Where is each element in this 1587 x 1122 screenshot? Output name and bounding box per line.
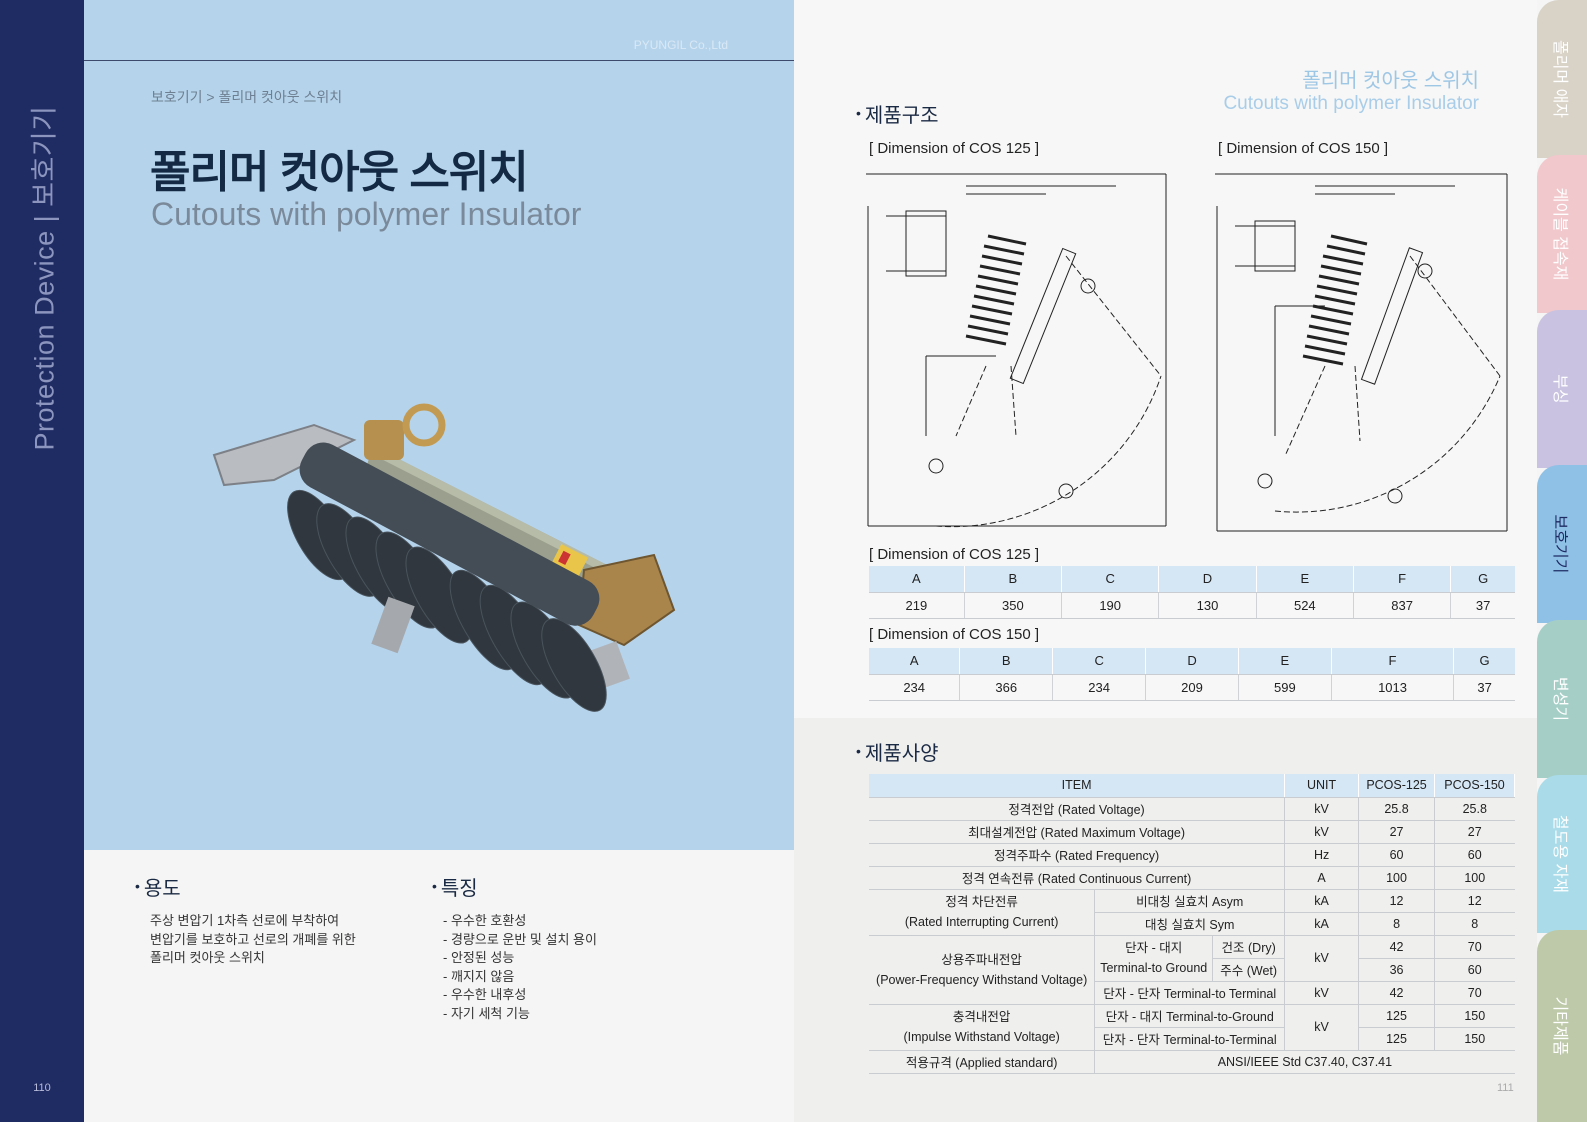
page-title-english: Cutouts with polymer Insulator [151, 196, 582, 232]
table-header-row: ITEM UNIT PCOS-125 PCOS-150 [869, 774, 1515, 798]
spec-heading: •제품사양 [856, 743, 939, 765]
page-number-left: 110 [33, 1082, 51, 1094]
table-row: 234 366 234 209 599 1013 37 [869, 674, 1515, 701]
table-row: 적용규격 (Applied standard) ANSI/IEEE Std C3… [869, 1050, 1515, 1074]
table-row: 상용주파내전압(Power-Frequency Withstand Voltag… [869, 935, 1515, 1005]
dim-table-title-cos125: [ Dimension of COS 125 ] [869, 546, 1040, 563]
dimension-table-cos150: A B C D E F G 234 366 234 209 599 1013 3… [869, 648, 1515, 701]
usage-text: 주상 변압기 1차측 선로에 부착하여 변압기를 보호하고 선로의 개폐를 위한… [150, 913, 356, 966]
features-list: - 우수한 호환성 - 경량으로 운반 및 설치 용이 - 안정된 성능 - 깨… [443, 913, 597, 1021]
section-spine-title: Protection Device | 보호기기 [29, 105, 60, 451]
breadcrumb: 보호기기 > 폴리머 컷아웃 스위치 [151, 89, 343, 105]
features-heading: •특징 [432, 878, 478, 900]
header-divider [84, 60, 794, 61]
table-row: 219 350 190 130 524 837 37 [869, 592, 1515, 619]
table-header-row: A B C D E F G [869, 566, 1515, 593]
page-title-korean: 폴리머 컷아웃 스위치 [150, 148, 529, 197]
cutout-switch-product-image [212, 403, 676, 712]
dimension-table-cos125: A B C D E F G 219 350 190 130 524 837 37 [869, 566, 1515, 619]
side-tab-protection-device[interactable]: 보호기기 [1537, 465, 1587, 623]
table-row: 정격전압 (Rated Voltage) kV 25.8 25.8 [869, 797, 1515, 821]
drawing-label-cos150: [ Dimension of COS 150 ] [1218, 140, 1389, 157]
side-tab-polymer-insulator[interactable]: 폴리머 애자 [1537, 0, 1587, 158]
hero-panel: PYUNGIL Co.,Ltd 보호기기 > 폴리머 컷아웃 스위치 폴리머 컷… [84, 0, 794, 850]
company-name: PYUNGIL Co.,Ltd [633, 38, 728, 52]
right-header-english: Cutouts with polymer Insulator [1223, 93, 1479, 114]
left-spine: Protection Device | 보호기기 110 [0, 0, 84, 1122]
table-row: 정격 연속전류 (Rated Continuous Current) A 100… [869, 866, 1515, 890]
drawing-cos150 [1215, 173, 1508, 532]
table-row: 단자 - 단자 Terminal-to Terminal kV 42 70 [869, 981, 1515, 1005]
side-tab-other-products[interactable]: 기타제품 [1537, 930, 1587, 1122]
table-row: 주수 (Wet) 36 60 [869, 958, 1515, 982]
side-tab-transformer[interactable]: 변성기 [1537, 620, 1587, 778]
usage-heading: •용도 [135, 878, 181, 900]
table-header-row: A B C D E F G [869, 648, 1515, 675]
table-row: 정격 차단전류(Rated Interrupting Current) 비대칭 … [869, 889, 1515, 936]
table-row: 정격주파수 (Rated Frequency) Hz 60 60 [869, 843, 1515, 867]
right-header-korean: 폴리머 컷아웃 스위치 [1302, 70, 1479, 92]
page-number-right: 111 [1497, 1082, 1514, 1094]
table-row: 단자 - 단자 Terminal-to-Terminal 125 150 [869, 1027, 1515, 1051]
dim-table-title-cos150: [ Dimension of COS 150 ] [869, 626, 1040, 643]
table-row: 최대설계전압 (Rated Maximum Voltage) kV 27 27 [869, 820, 1515, 844]
side-tab-bushing[interactable]: 부싱 [1537, 310, 1587, 468]
table-row: 충격내전압(Impulse Withstand Voltage) 단자 - 대지… [869, 1004, 1515, 1051]
structure-heading: •제품구조 [856, 105, 939, 127]
specification-table: ITEM UNIT PCOS-125 PCOS-150 정격전압 (Rated … [869, 774, 1515, 1074]
table-row: 대칭 실효치 Sym kA 8 8 [869, 912, 1515, 936]
side-tab-railway-material[interactable]: 철도용 자재 [1537, 775, 1587, 933]
drawing-label-cos125: [ Dimension of COS 125 ] [869, 140, 1040, 157]
drawing-cos125 [866, 173, 1167, 528]
side-tab-cable-accessories[interactable]: 케이블 접속재 [1537, 155, 1587, 313]
